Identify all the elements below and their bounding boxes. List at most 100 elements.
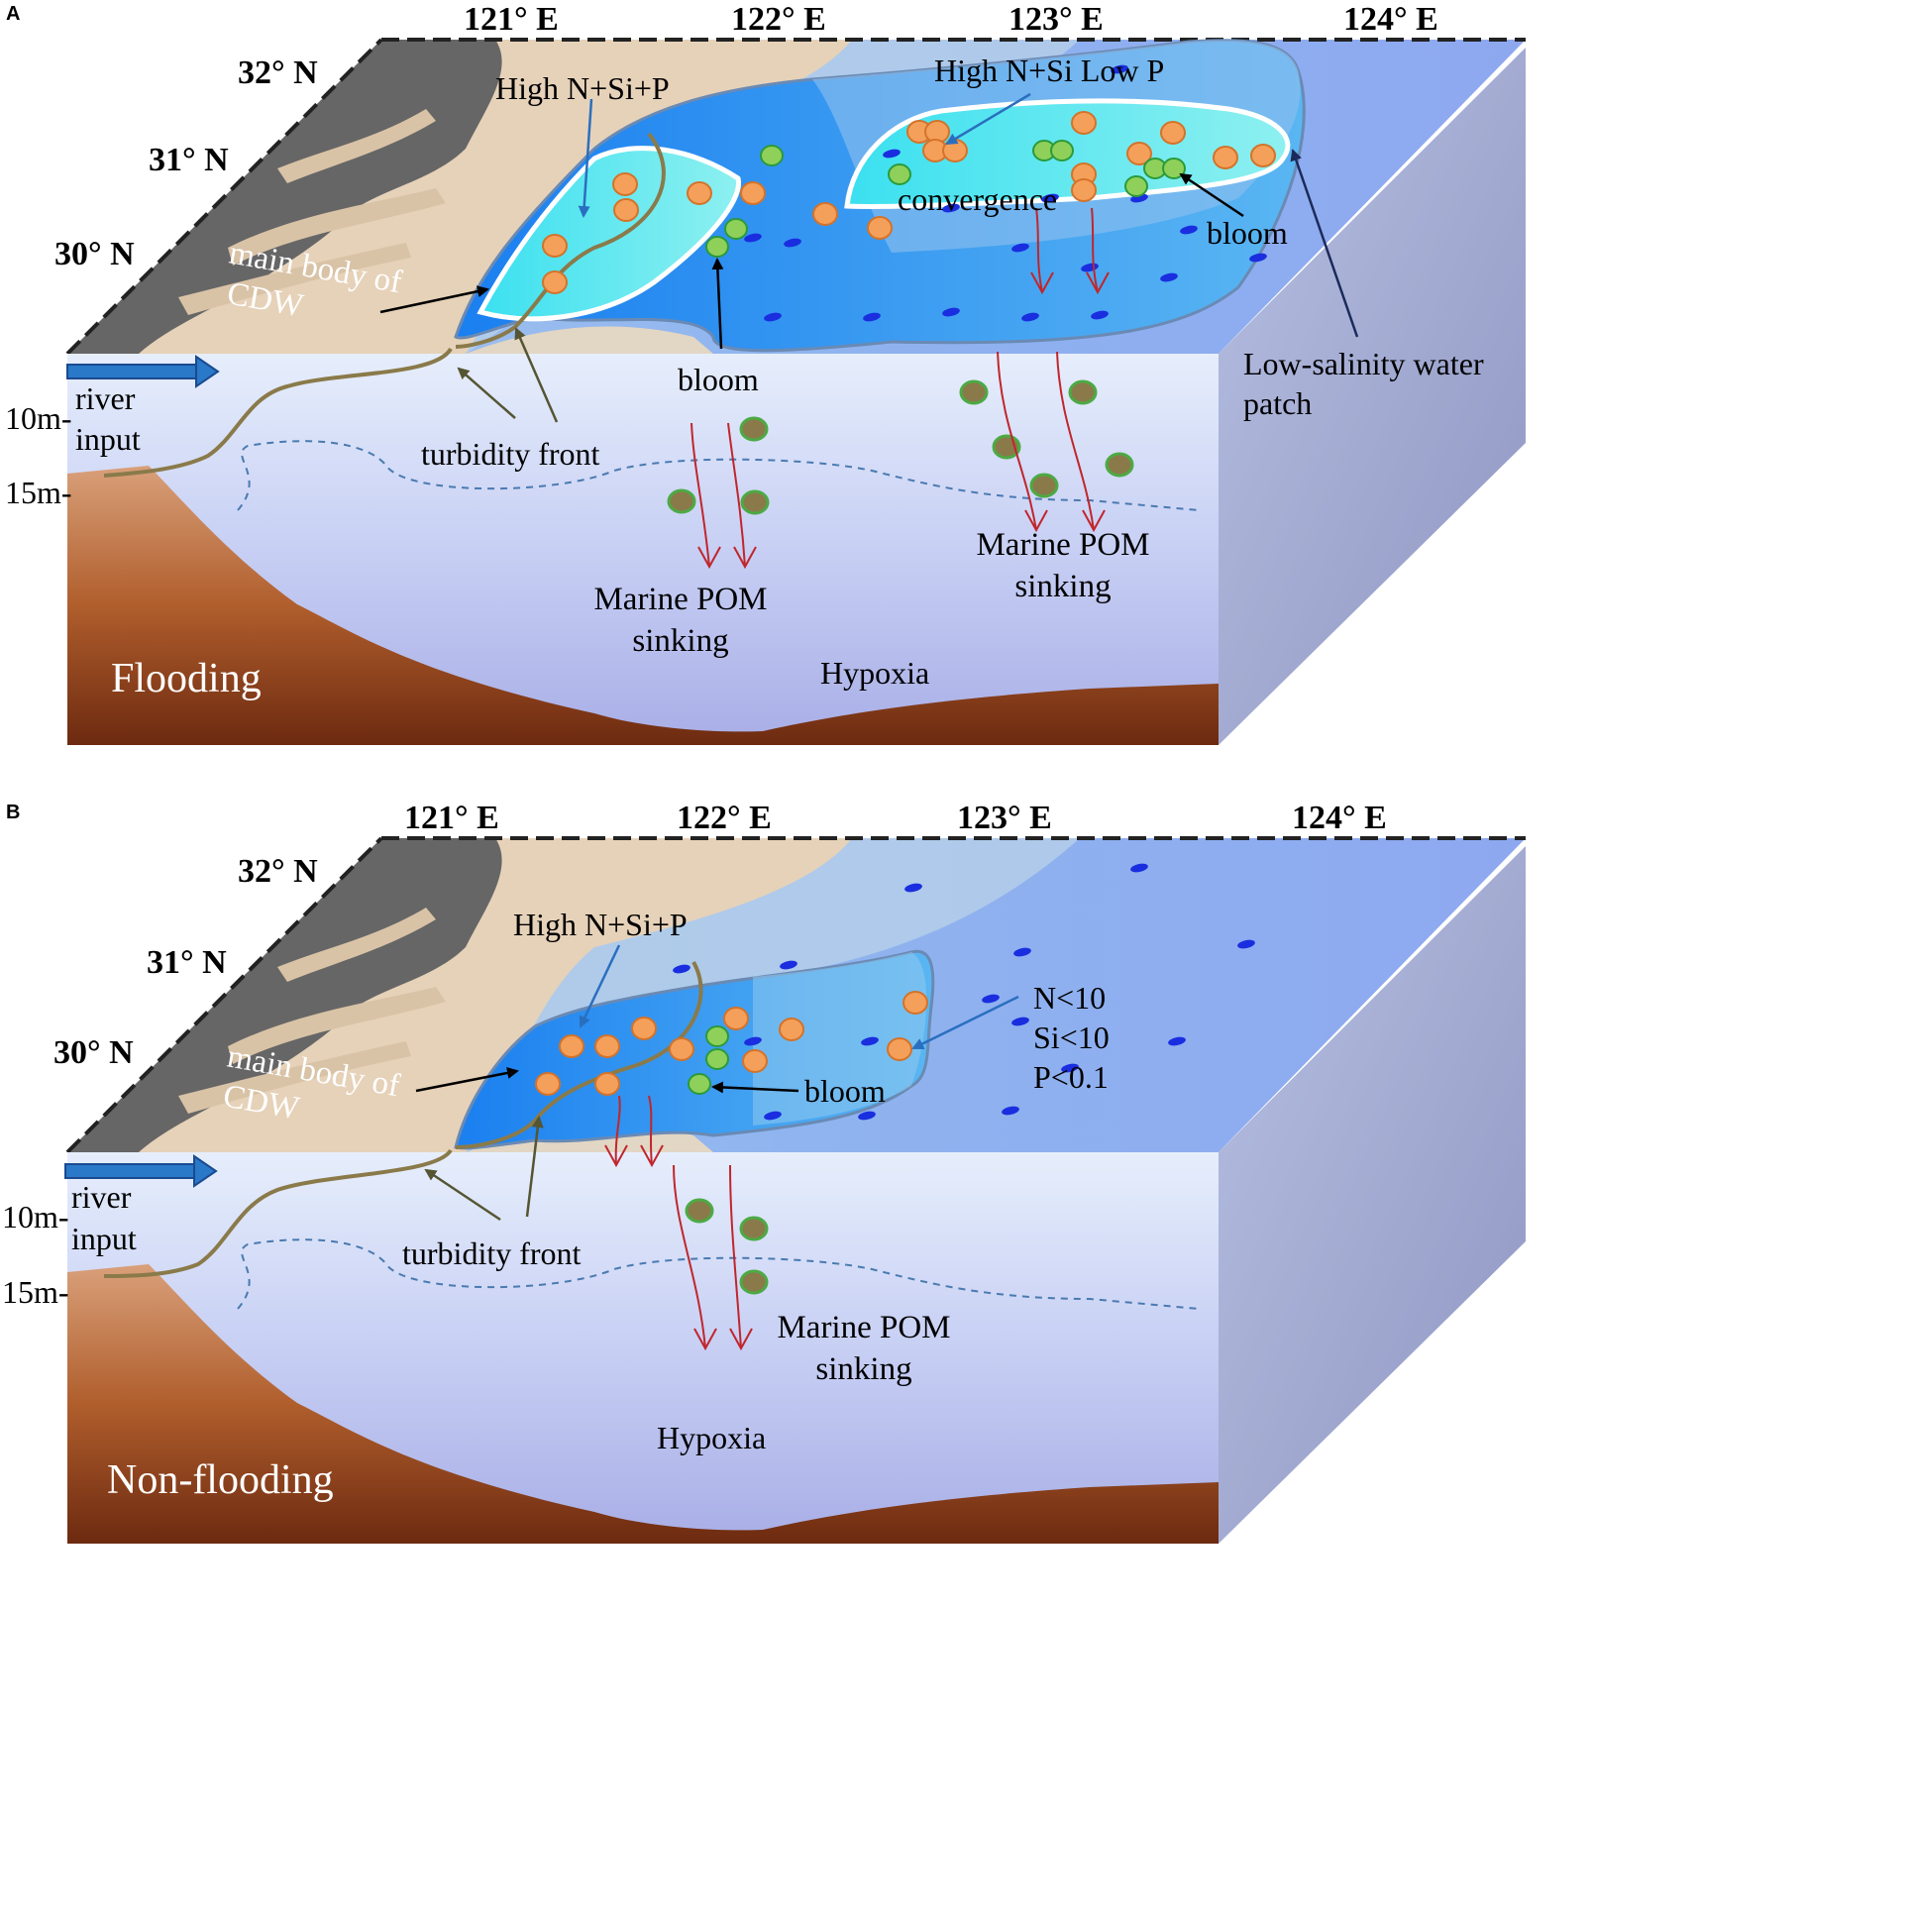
orange-particle: [742, 1049, 768, 1073]
pointer-arrow: [514, 327, 559, 423]
orange-particle: [631, 1017, 657, 1040]
pycnocline-line: [237, 440, 1200, 511]
river-input-arrowhead: [195, 355, 220, 388]
longitude-label: 124° E: [1292, 800, 1387, 836]
latitude-label: 30° N: [53, 1034, 134, 1071]
sinking-particle: [1029, 473, 1059, 498]
nitrogen-threshold: N<10: [1033, 980, 1106, 1016]
land-mainland: [67, 838, 502, 1152]
pom-label: Marine POM: [777, 1310, 950, 1345]
orange-particle: [613, 198, 639, 222]
plankton-mark: [982, 994, 1000, 1004]
latitude-label: 31° N: [149, 142, 229, 178]
longitude-label: 123° E: [1009, 1, 1104, 38]
plankton-mark: [904, 883, 922, 893]
orange-particle: [779, 1018, 804, 1041]
river-label: input: [75, 421, 141, 457]
turbidity-front-vertical: [103, 347, 453, 478]
sinking-arrow: [727, 422, 746, 568]
plankton-mark: [1111, 64, 1128, 74]
longitude-label: 123° E: [957, 800, 1052, 836]
frame-left-edge: [65, 836, 383, 1154]
plankton-mark: [764, 1111, 782, 1121]
pointer-arrow: [711, 1081, 799, 1094]
bloom-label: bloom: [804, 1073, 886, 1109]
sinking-arrow-head: [640, 1144, 664, 1168]
pom-label: sinking: [632, 623, 728, 659]
pointer-arrow: [424, 1168, 501, 1222]
phosphate-threshold: P<0.1: [1033, 1059, 1109, 1095]
plankton-mark: [1168, 1036, 1186, 1046]
orange-particle: [887, 1037, 912, 1061]
plankton-mark: [780, 960, 797, 970]
sinking-arrow-head: [1082, 509, 1106, 533]
nutrient-label: High N+Si+P: [513, 907, 688, 942]
depth-label: 10m-: [5, 400, 72, 436]
sinking-arrow-head: [697, 546, 721, 570]
depth-label: 15m-: [5, 475, 72, 510]
pointer-arrow: [911, 995, 1019, 1050]
orange-particle: [867, 216, 893, 240]
longitude-label: 122° E: [677, 800, 772, 836]
pom-label: Marine POM: [593, 582, 767, 617]
orange-particle: [559, 1034, 584, 1058]
orange-particle: [1250, 144, 1276, 167]
green-particle: [705, 1025, 729, 1047]
plankton-mark: [1061, 1063, 1079, 1073]
seabed: [67, 1264, 1219, 1544]
green-particle: [705, 236, 729, 258]
green-particle: [705, 1048, 729, 1070]
pom-label: Marine POM: [976, 527, 1149, 563]
longitude-label: 124° E: [1343, 1, 1438, 38]
orange-particle: [669, 1037, 694, 1061]
plankton-mark: [863, 312, 881, 322]
longitude-label: 121° E: [464, 1, 559, 38]
orange-particle: [1160, 121, 1186, 145]
plankton-mark: [784, 238, 801, 248]
sinking-arrow-head: [1030, 271, 1054, 295]
pointer-arrow: [525, 1116, 544, 1218]
panel-letter: B: [6, 802, 20, 823]
plankton-mark: [1013, 947, 1031, 957]
orange-particle: [812, 202, 838, 226]
bloom-label: bloom: [1207, 215, 1288, 251]
silicate-threshold: Si<10: [1033, 1020, 1110, 1055]
sinking-arrow: [614, 1095, 621, 1166]
convergence-label: convergence: [898, 181, 1057, 217]
panel-letter: A: [6, 3, 20, 25]
green-particle: [888, 163, 911, 185]
orange-particle: [902, 991, 928, 1015]
plankton-mark: [1002, 1106, 1019, 1116]
latitude-label: 30° N: [54, 236, 135, 272]
river-input-arrow: [66, 364, 197, 379]
sinking-arrow: [729, 1164, 742, 1349]
orange-particle: [1213, 146, 1238, 169]
sinking-particle: [739, 416, 769, 442]
mode-label: Non-flooding: [107, 1457, 334, 1503]
river-channel: [228, 987, 446, 1064]
river-label: river: [71, 1179, 132, 1215]
sinking-arrow-head: [729, 1328, 753, 1351]
green-particle: [688, 1073, 711, 1095]
plankton-mark: [1180, 225, 1198, 235]
sinking-particle: [1068, 379, 1098, 405]
mode-label: Flooding: [111, 656, 262, 701]
pointer-arrow: [1179, 172, 1244, 218]
pointer-arrow: [415, 1067, 519, 1093]
low-salinity-label: Low-salinity water: [1243, 346, 1484, 381]
turbidity-label: turbidity front: [402, 1235, 582, 1271]
nutrient-label: High N+Si Low P: [934, 53, 1164, 88]
low-salinity-label: patch: [1243, 385, 1312, 421]
orange-particle: [542, 270, 568, 294]
block-side-face: [1219, 48, 1526, 745]
pointer-arrow: [578, 98, 593, 218]
pointer-arrow: [1290, 149, 1359, 338]
green-particle: [724, 218, 748, 240]
depth-label: 15m-: [2, 1274, 69, 1310]
orange-particle: [542, 234, 568, 258]
plankton-mark: [1091, 310, 1109, 320]
plankton-mark: [942, 203, 960, 213]
turbidity-label: turbidity front: [421, 436, 600, 472]
plankton-mark: [858, 1111, 876, 1121]
